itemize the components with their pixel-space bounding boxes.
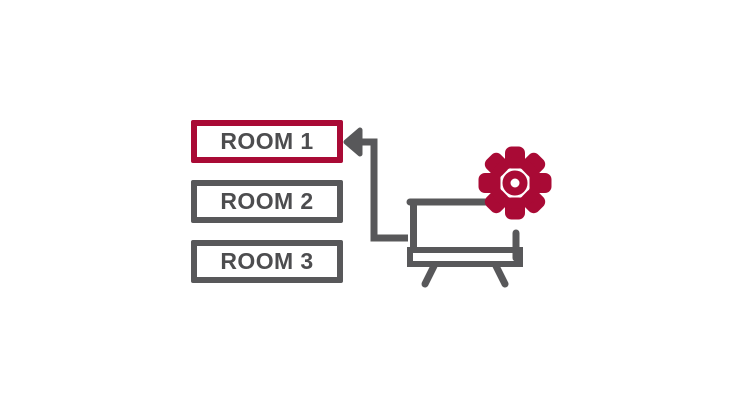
- room-item-1[interactable]: ROOM 1: [191, 120, 343, 163]
- tv-leg-left: [421, 262, 438, 288]
- tv-base-bar: [407, 247, 523, 267]
- room-item-label: ROOM 3: [220, 248, 314, 274]
- room-item-label: ROOM 1: [220, 128, 314, 154]
- connector-arrow: [340, 118, 420, 253]
- room-item-label: ROOM 2: [220, 188, 314, 214]
- room-item-2[interactable]: ROOM 2: [191, 180, 343, 223]
- gear-icon: [478, 146, 552, 220]
- room-item-3[interactable]: ROOM 3: [191, 240, 343, 283]
- room-list: ROOM 1 ROOM 2 ROOM 3: [191, 120, 343, 300]
- elbow-arrow-icon: [343, 127, 408, 242]
- tv-leg-right: [492, 262, 509, 288]
- tv-with-settings-graphic: [400, 145, 560, 290]
- television-icon: [406, 146, 552, 288]
